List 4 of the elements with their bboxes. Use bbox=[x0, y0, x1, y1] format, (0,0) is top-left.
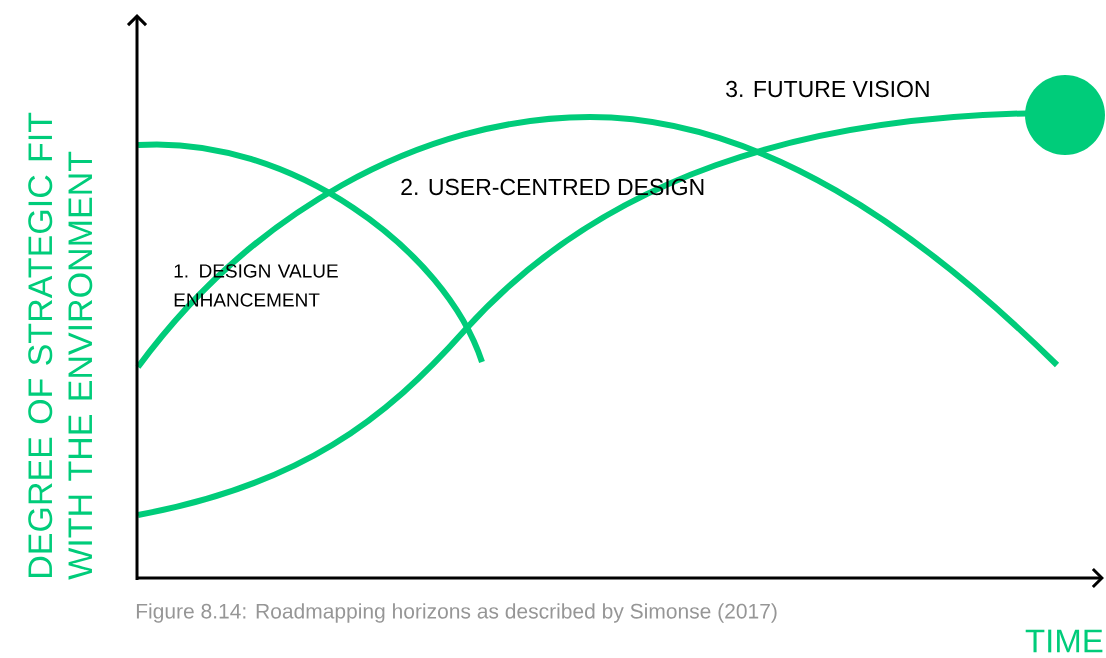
axis-title: TIME bbox=[1025, 629, 1103, 653]
curve-label: 3. FUTURE VISION bbox=[726, 80, 929, 98]
caption: Figure 8.14: Roadmapping horizons as described by Simonse (2017) bbox=[136, 603, 777, 623]
axis-title: DEGREE OF STRATEGIC FIT WITH THE ENVIRONMENT bbox=[28, 112, 93, 580]
